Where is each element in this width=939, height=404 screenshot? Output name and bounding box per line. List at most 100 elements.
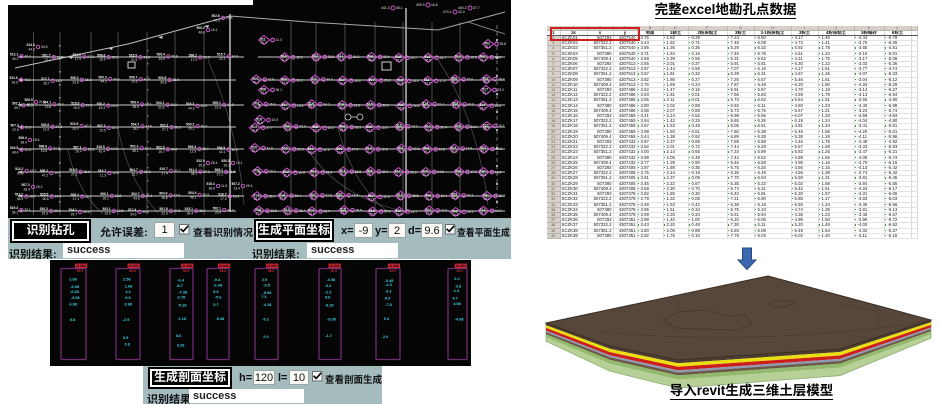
svg-text:40.5: 40.5 (397, 82, 403, 86)
svg-text:-1.7: -1.7 (325, 333, 332, 338)
svg-text:32.4: 32.4 (440, 125, 447, 129)
svg-text:11.5: 11.5 (229, 170, 235, 174)
svg-text:514: 514 (422, 102, 428, 106)
svg-text:34.9: 34.9 (232, 55, 239, 59)
svg-text:45.4: 45.4 (481, 150, 487, 154)
svg-text:517.7: 517.7 (41, 77, 49, 81)
svg-text:21.5: 21.5 (39, 100, 46, 104)
svg-text:37.9: 37.9 (254, 172, 260, 176)
svg-text:40.2: 40.2 (483, 91, 489, 95)
svg-text:37.6: 37.6 (384, 210, 391, 214)
svg-text:41.4: 41.4 (426, 197, 432, 201)
svg-text:34.5: 34.5 (309, 212, 315, 216)
svg-text:17.4: 17.4 (162, 172, 169, 176)
svg-text:24.4: 24.4 (339, 81, 345, 85)
svg-text:23.3: 23.3 (203, 56, 210, 60)
svg-text:510: 510 (479, 169, 485, 173)
svg-text:508.8: 508.8 (39, 145, 47, 149)
svg-text:53.4: 53.4 (220, 269, 227, 273)
svg-text:-2.3: -2.3 (325, 290, 333, 295)
svg-text:27.3: 27.3 (86, 103, 93, 107)
svg-text:15.4: 15.4 (33, 138, 40, 142)
svg-text:514: 514 (251, 125, 257, 129)
svg-text:11.7: 11.7 (310, 196, 316, 200)
svg-text:515: 515 (422, 169, 428, 173)
svg-text:31.4: 31.4 (438, 102, 445, 106)
svg-text:-3.3: -3.3 (385, 289, 393, 294)
svg-text:15.3: 15.3 (396, 59, 402, 63)
svg-text:18.1: 18.1 (112, 126, 119, 130)
svg-text:36.8: 36.8 (413, 104, 420, 108)
svg-text:501: 501 (310, 170, 316, 174)
svg-text:515.6: 515.6 (71, 101, 79, 105)
svg-text:39.1: 39.1 (224, 164, 231, 168)
svg-text:19.9: 19.9 (466, 147, 473, 151)
svg-text:501: 501 (339, 169, 345, 173)
svg-text:502.6: 502.6 (41, 123, 49, 127)
svg-text:36.4: 36.4 (231, 148, 238, 152)
svg-text:35.7: 35.7 (43, 81, 50, 85)
svg-text:17.5: 17.5 (75, 57, 82, 61)
svg-text:516.3: 516.3 (186, 102, 194, 106)
svg-text:25.6: 25.6 (369, 212, 375, 216)
svg-text:17.2: 17.2 (220, 197, 227, 201)
svg-text:519: 519 (281, 55, 287, 59)
svg-text:-5.18: -5.18 (178, 302, 188, 307)
svg-text:520.2: 520.2 (222, 159, 230, 163)
svg-text:512: 512 (253, 193, 259, 197)
svg-text:34.2: 34.2 (323, 102, 330, 106)
svg-text:409.9: 409.9 (416, 3, 425, 7)
svg-text:-3.8: -3.8 (455, 284, 463, 289)
svg-text:29.7: 29.7 (71, 212, 78, 216)
svg-text:25.3: 25.3 (498, 77, 505, 81)
svg-text:504.1: 504.1 (156, 101, 164, 105)
svg-text:506: 506 (425, 193, 431, 197)
svg-text:33.2: 33.2 (27, 103, 34, 107)
svg-text:21.1: 21.1 (341, 211, 347, 215)
svg-text:39.7: 39.7 (14, 106, 21, 110)
svg-text:508.1: 508.1 (215, 168, 223, 172)
svg-text:19.8: 19.8 (45, 105, 52, 109)
svg-text:504: 504 (455, 169, 461, 173)
svg-text:36.9: 36.9 (17, 197, 24, 201)
svg-text:15.3: 15.3 (42, 211, 49, 215)
svg-text:42.5: 42.5 (425, 128, 431, 132)
svg-text:22.1: 22.1 (145, 146, 152, 150)
svg-text:515.5: 515.5 (97, 145, 105, 149)
svg-text:511: 511 (424, 78, 430, 82)
svg-text:520: 520 (282, 147, 288, 151)
svg-text:16.1: 16.1 (211, 28, 218, 32)
svg-text:-9.28: -9.28 (325, 302, 335, 307)
svg-text:509.2: 509.2 (189, 54, 197, 58)
svg-text:36.4: 36.4 (187, 211, 194, 215)
svg-text:16.5: 16.5 (354, 103, 361, 107)
svg-text:24.8: 24.8 (143, 55, 150, 59)
svg-text:37.2: 37.2 (203, 170, 210, 174)
svg-text:516: 516 (308, 147, 314, 151)
svg-text:14.5: 14.5 (452, 213, 458, 217)
svg-text:16.7: 16.7 (29, 195, 36, 199)
svg-text:29.3: 29.3 (467, 194, 474, 198)
svg-text:44.2: 44.2 (101, 80, 108, 84)
svg-text:-9.2: -9.2 (262, 317, 270, 322)
svg-text:506.2: 506.2 (70, 76, 78, 80)
svg-text:48.3: 48.3 (484, 197, 490, 201)
svg-text:40.6: 40.6 (468, 103, 475, 107)
svg-text:3.28: 3.28 (177, 343, 185, 348)
svg-text:516.7: 516.7 (218, 192, 226, 196)
svg-text:-9.68: -9.68 (263, 290, 273, 295)
svg-text:20.4: 20.4 (54, 209, 61, 213)
svg-text:22.2: 22.2 (398, 149, 404, 153)
svg-text:13.7: 13.7 (411, 125, 418, 129)
svg-text:42.4: 42.4 (458, 10, 465, 14)
svg-text:503: 503 (452, 209, 458, 213)
svg-text:44.4: 44.4 (282, 150, 288, 154)
svg-text:-5.6: -5.6 (215, 295, 223, 300)
svg-text:46.5: 46.5 (27, 103, 34, 107)
svg-text:519.9: 519.9 (69, 168, 77, 172)
svg-text:18.6: 18.6 (270, 209, 277, 213)
svg-text:506.7: 506.7 (129, 75, 137, 79)
svg-text:36.6: 36.6 (257, 121, 263, 125)
svg-text:52.9: 52.9 (77, 269, 84, 273)
svg-text:24.7: 24.7 (410, 56, 417, 60)
